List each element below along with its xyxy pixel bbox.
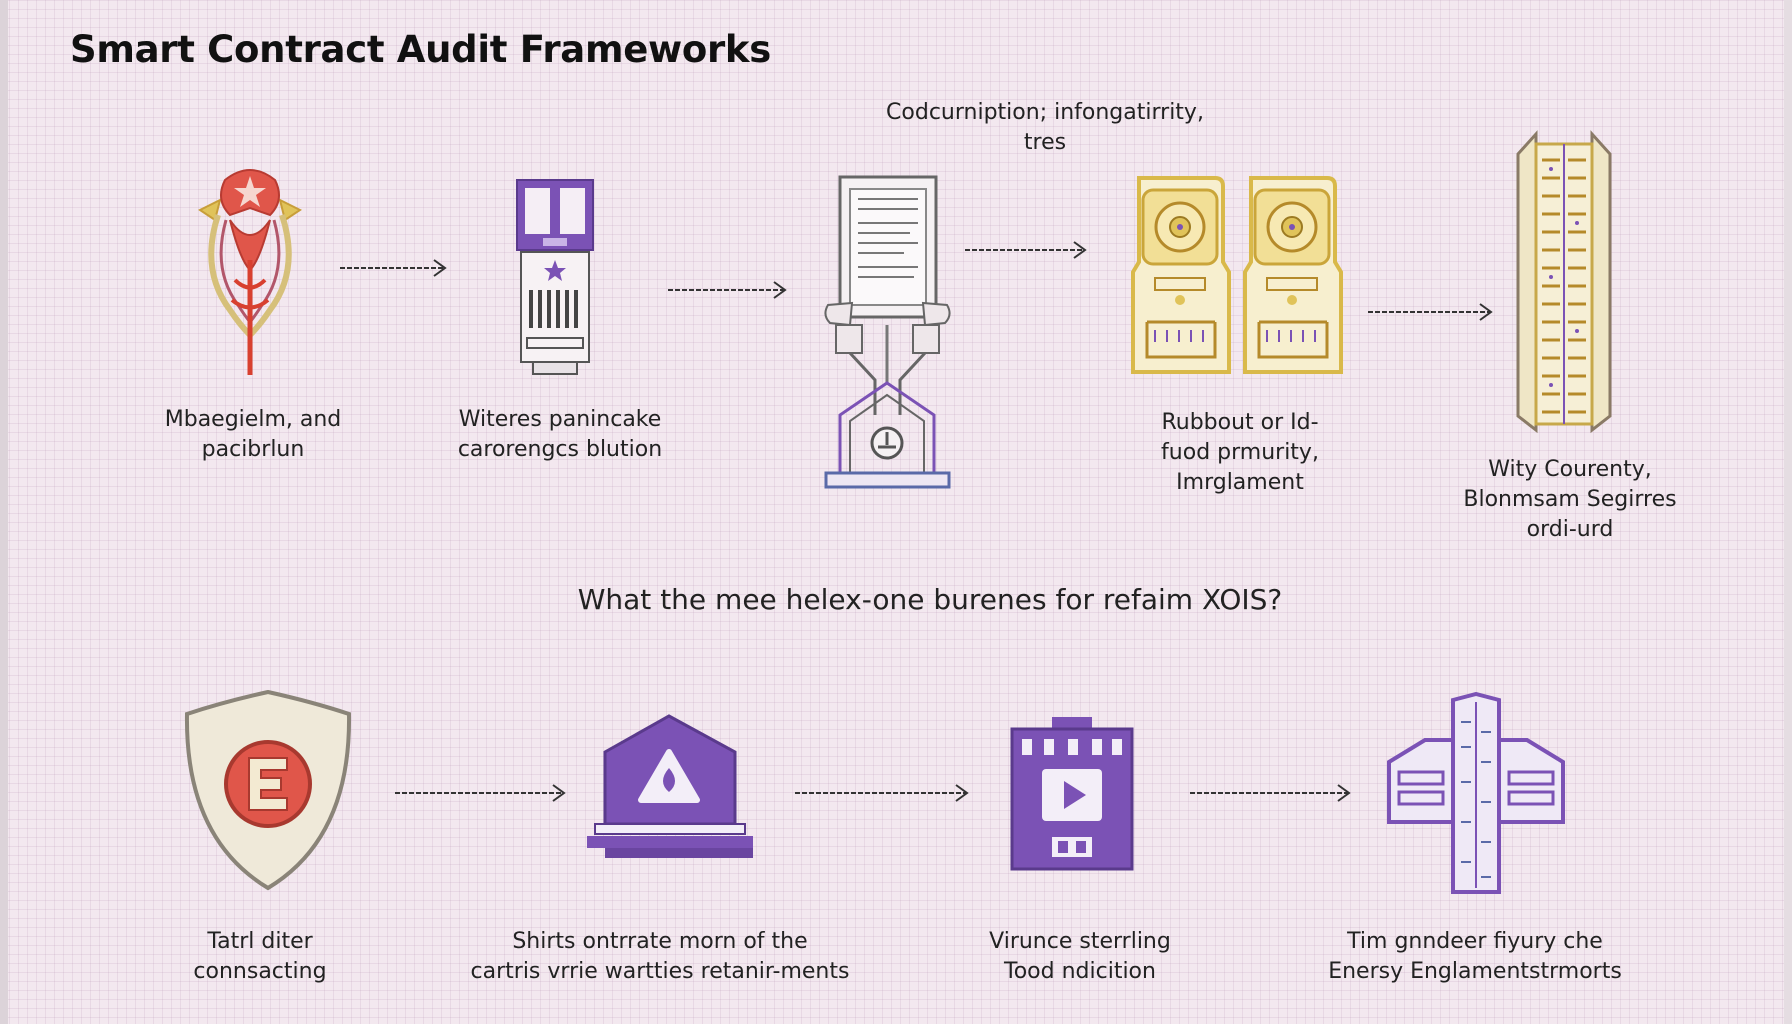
row2-label-4: Tim gnndeer fiyury che Enersy Englaments… (1328, 929, 1622, 984)
shield-badge-icon (183, 688, 353, 893)
flow-arrow (668, 280, 788, 300)
cross-structure-icon (1385, 692, 1567, 894)
flow-arrow (1368, 302, 1494, 322)
alert-laptop-icon (585, 712, 765, 867)
flow-arrow (395, 783, 567, 803)
media-device-icon (1008, 715, 1136, 873)
phoenix-crest-icon (190, 160, 310, 380)
row2-label-3: Virunce sterrling Tood ndicition (989, 929, 1171, 984)
row1-label-4: Rubbout or Id- fuod prmurity, Imrglament (1161, 410, 1319, 495)
twin-circuit-boards-icon (1125, 172, 1355, 382)
flow-arrow (965, 240, 1088, 260)
top-caption: Codcurniption; infongatirrity, tres (886, 100, 1204, 155)
row2-label-2: Shirts ontrrate morn of the cartris vrri… (470, 929, 850, 984)
row1-label-5: Wity Courenty, Blonmsam Segirres ordi-ur… (1463, 457, 1677, 542)
document-press-icon (820, 175, 955, 495)
row2-label-1: Tatrl diter connsacting (193, 929, 327, 984)
row1-label-1: Mbaegielm, and pacibrlun (164, 407, 342, 462)
data-pillar-icon (1512, 130, 1616, 442)
flow-arrow (1190, 783, 1352, 803)
central-question: What the mee helex-one burenes for refai… (577, 583, 1283, 616)
diagram-title: Smart Contract Audit Frameworks (70, 28, 771, 71)
row1-label-2: Witeres panincake carorengcs blution (457, 407, 663, 462)
flow-arrow (795, 783, 970, 803)
server-tower-icon (515, 178, 595, 378)
flow-arrow (340, 258, 448, 278)
